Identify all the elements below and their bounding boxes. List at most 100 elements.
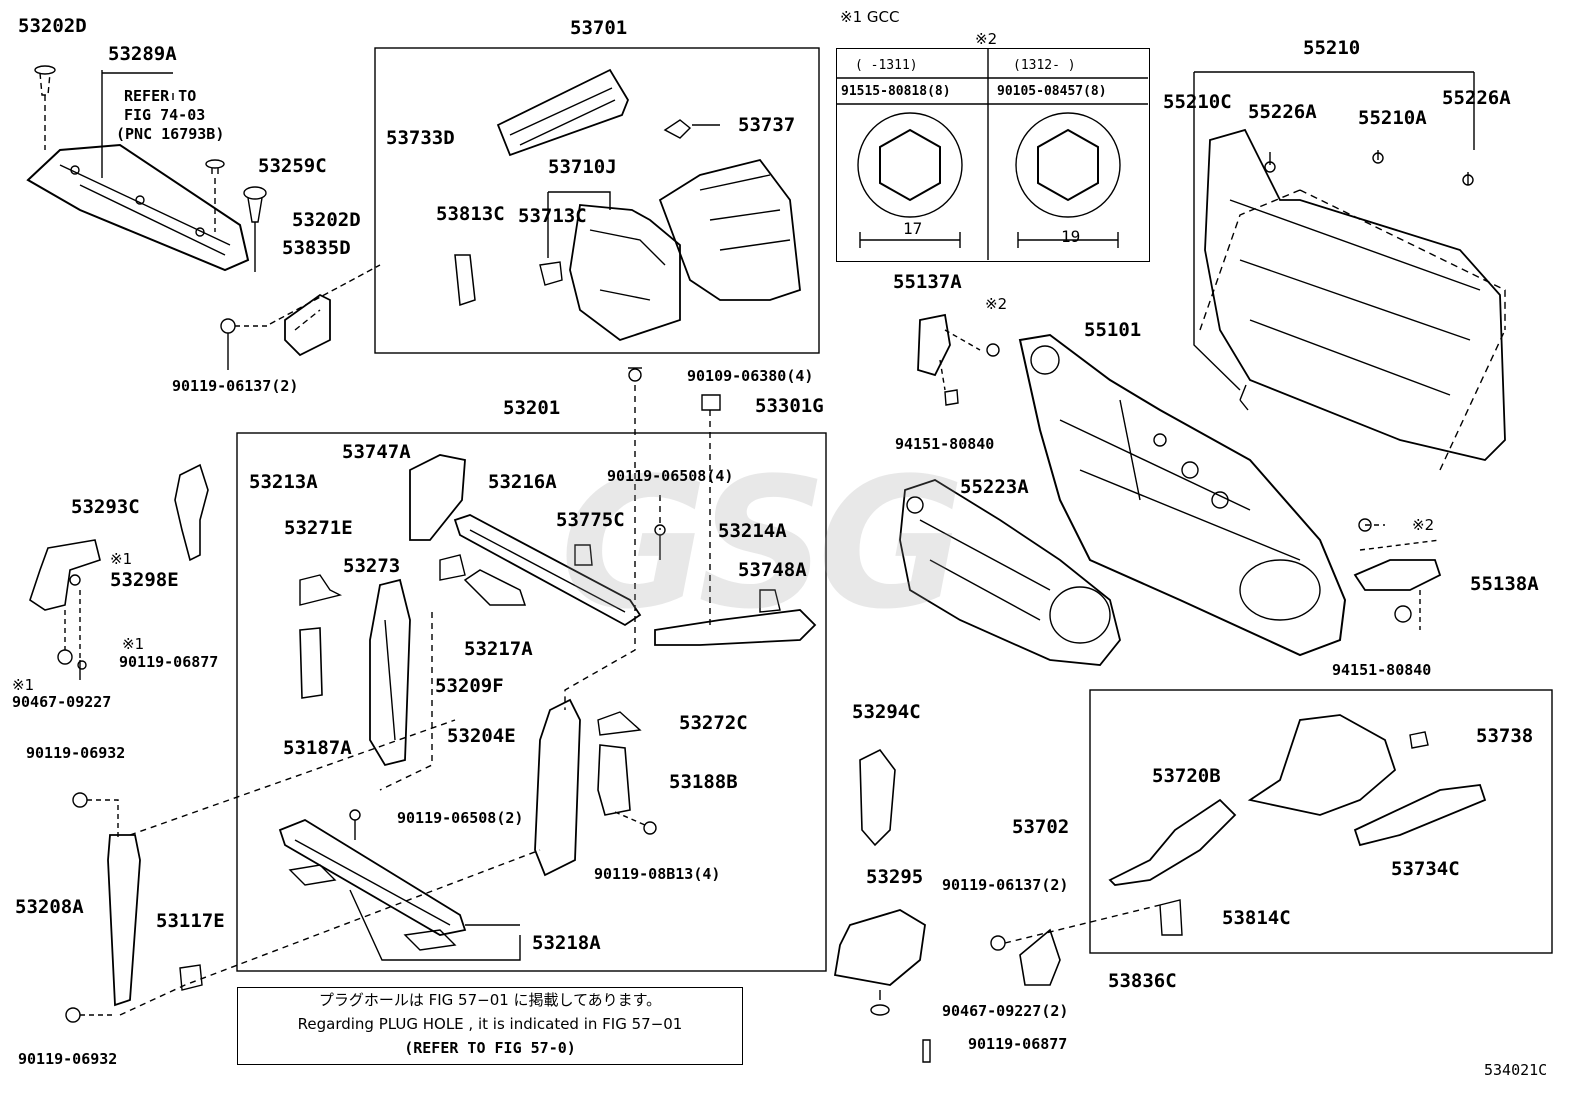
bracket-53835d-drawing bbox=[220, 264, 381, 370]
table-col1-size: 17 bbox=[903, 219, 923, 238]
part-label[interactable]: 55223A bbox=[960, 476, 1029, 498]
part-label[interactable]: 90119-06877 bbox=[968, 1035, 1068, 1053]
part-label[interactable]: 55138A bbox=[1470, 573, 1539, 595]
dash-panel-55101-drawing bbox=[1018, 333, 1347, 657]
apron-53701-drawing bbox=[454, 68, 801, 342]
bracket-55210 bbox=[1193, 71, 1475, 391]
radiator-support-cover-drawing bbox=[26, 70, 250, 272]
part-label[interactable]: 53202D bbox=[292, 209, 361, 231]
part-label[interactable]: 53298E bbox=[110, 569, 179, 591]
plug-note-jp: プラグホールは FIG 57−01 に掲載してあります。 bbox=[318, 991, 662, 1009]
table-col2-range: (1312- ) bbox=[1013, 58, 1076, 73]
part-label[interactable]: 90109-06380(4) bbox=[687, 367, 814, 385]
table-col2-size: 19 bbox=[1061, 227, 1081, 246]
part-label[interactable]: 90119-06508(2) bbox=[397, 809, 524, 827]
hex-socket-drawings bbox=[836, 48, 1148, 260]
mark-1-06877: ※1 bbox=[122, 635, 145, 653]
watermark: GSG bbox=[560, 440, 965, 649]
table-col2-part: 90105-08457(8) bbox=[997, 84, 1107, 99]
part-label[interactable]: 53273 bbox=[343, 555, 401, 577]
part-label[interactable]: 53216A bbox=[488, 471, 557, 493]
part-label[interactable]: 53218A bbox=[532, 932, 601, 954]
part-label[interactable]: 90119-06932 bbox=[26, 744, 126, 762]
part-label[interactable]: 90119-06137(2) bbox=[172, 377, 299, 395]
part-label[interactable]: 55210 bbox=[1303, 37, 1361, 59]
part-label[interactable]: 53737 bbox=[738, 114, 796, 136]
clip-53202d-2-drawing bbox=[243, 186, 267, 272]
part-label[interactable]: 53710J bbox=[548, 156, 617, 178]
center-bottom-parts-drawing bbox=[833, 748, 931, 1063]
part-label[interactable]: 55210A bbox=[1358, 107, 1427, 129]
part-label[interactable]: 53748A bbox=[738, 559, 807, 581]
part-label[interactable]: 53294C bbox=[852, 701, 921, 723]
part-label[interactable]: 53836C bbox=[1108, 970, 1177, 992]
table-col1-part: 91515-80818(8) bbox=[841, 84, 951, 99]
part-label[interactable]: 53272C bbox=[679, 712, 748, 734]
part-label[interactable]: 53187A bbox=[283, 737, 352, 759]
part-label[interactable]: 90467-09227 bbox=[12, 693, 112, 711]
part-label[interactable]: 53720B bbox=[1152, 765, 1221, 787]
mark-1-09227: ※1 bbox=[12, 676, 35, 694]
radiator-support-53201-drawing bbox=[119, 367, 817, 1016]
part-label[interactable]: 55101 bbox=[1084, 319, 1142, 341]
part-label[interactable]: 94151-80840 bbox=[895, 435, 995, 453]
group-box-53201 bbox=[236, 432, 827, 972]
part-label[interactable]: 94151-80840 bbox=[1332, 661, 1432, 679]
part-label[interactable]: 53202D bbox=[18, 15, 87, 37]
part-label[interactable]: 53734C bbox=[1391, 858, 1460, 880]
apron-53702-drawing bbox=[990, 714, 1487, 986]
part-label[interactable]: 53702 bbox=[1012, 816, 1070, 838]
table-header-mark: ※2 bbox=[975, 30, 998, 48]
bracket-55137a-drawing bbox=[917, 313, 1000, 406]
part-label[interactable]: 53217A bbox=[464, 638, 533, 660]
insulator-55223a-drawing bbox=[899, 479, 1121, 666]
plug-note-ref: (REFER TO FIG 57-0) bbox=[404, 1039, 576, 1057]
part-label[interactable]: 53775C bbox=[556, 509, 625, 531]
part-label[interactable]: 55226A bbox=[1248, 101, 1317, 123]
part-label[interactable]: 53835D bbox=[282, 237, 351, 259]
plug-note-en: Regarding PLUG HOLE , it is indicated in… bbox=[297, 1015, 683, 1033]
part-label[interactable]: 55226A bbox=[1442, 87, 1511, 109]
part-label[interactable]: 53295 bbox=[866, 866, 924, 888]
bolt-spec-table: ( -1311) (1312- ) 91515-80818(8) 90105-0… bbox=[836, 48, 1150, 262]
part-label[interactable]: 53301G bbox=[755, 395, 824, 417]
insulator-55210-drawing bbox=[1199, 128, 1506, 471]
part-label[interactable]: 53208A bbox=[15, 896, 84, 918]
table-col1-range: ( -1311) bbox=[855, 58, 918, 73]
part-label[interactable]: 53214A bbox=[718, 520, 787, 542]
part-label[interactable]: 53204E bbox=[447, 725, 516, 747]
refer-note-line2: FIG 74-03 bbox=[124, 106, 206, 124]
part-label[interactable]: 90119-08B13(4) bbox=[594, 865, 721, 883]
part-label[interactable]: 53747A bbox=[342, 441, 411, 463]
part-label[interactable]: 53713C bbox=[518, 205, 587, 227]
part-label[interactable]: 90119-06877 bbox=[119, 653, 219, 671]
refer-note-line1: REFER TO bbox=[124, 87, 197, 105]
part-label[interactable]: 53209F bbox=[435, 675, 504, 697]
legend-note-1: ※1 GCC bbox=[840, 8, 900, 26]
part-label[interactable]: 53733D bbox=[386, 127, 455, 149]
left-side-parts-drawing bbox=[29, 463, 209, 1023]
part-label[interactable]: 90119-06137(2) bbox=[942, 876, 1069, 894]
part-label[interactable]: 53271E bbox=[284, 517, 353, 539]
figure-code: 534021C bbox=[1484, 1061, 1548, 1079]
part-label[interactable]: 90119-06508(4) bbox=[607, 467, 734, 485]
part-label[interactable]: 53201 bbox=[503, 397, 561, 419]
part-label[interactable]: 53701 bbox=[570, 17, 628, 39]
group-box-53701 bbox=[374, 47, 820, 354]
part-label[interactable]: 53117E bbox=[156, 910, 225, 932]
part-label[interactable]: 53259C bbox=[258, 155, 327, 177]
part-label[interactable]: 53814C bbox=[1222, 907, 1291, 929]
bracket-55138a-drawing bbox=[1353, 518, 1442, 630]
part-label[interactable]: 53738 bbox=[1476, 725, 1534, 747]
part-label[interactable]: 53293C bbox=[71, 496, 140, 518]
part-label[interactable]: 90467-09227(2) bbox=[942, 1002, 1069, 1020]
plug-hole-note: プラグホールは FIG 57−01 に掲載してあります。 Regarding P… bbox=[237, 987, 743, 1065]
part-label[interactable]: 55210C bbox=[1163, 91, 1232, 113]
part-label[interactable]: 53188B bbox=[669, 771, 738, 793]
part-label[interactable]: 53289A bbox=[108, 43, 177, 65]
part-label[interactable]: 53813C bbox=[436, 203, 505, 225]
part-label[interactable]: 90119-06932 bbox=[18, 1050, 118, 1068]
part-label[interactable]: 53213A bbox=[249, 471, 318, 493]
part-label[interactable]: 55137A bbox=[893, 271, 962, 293]
